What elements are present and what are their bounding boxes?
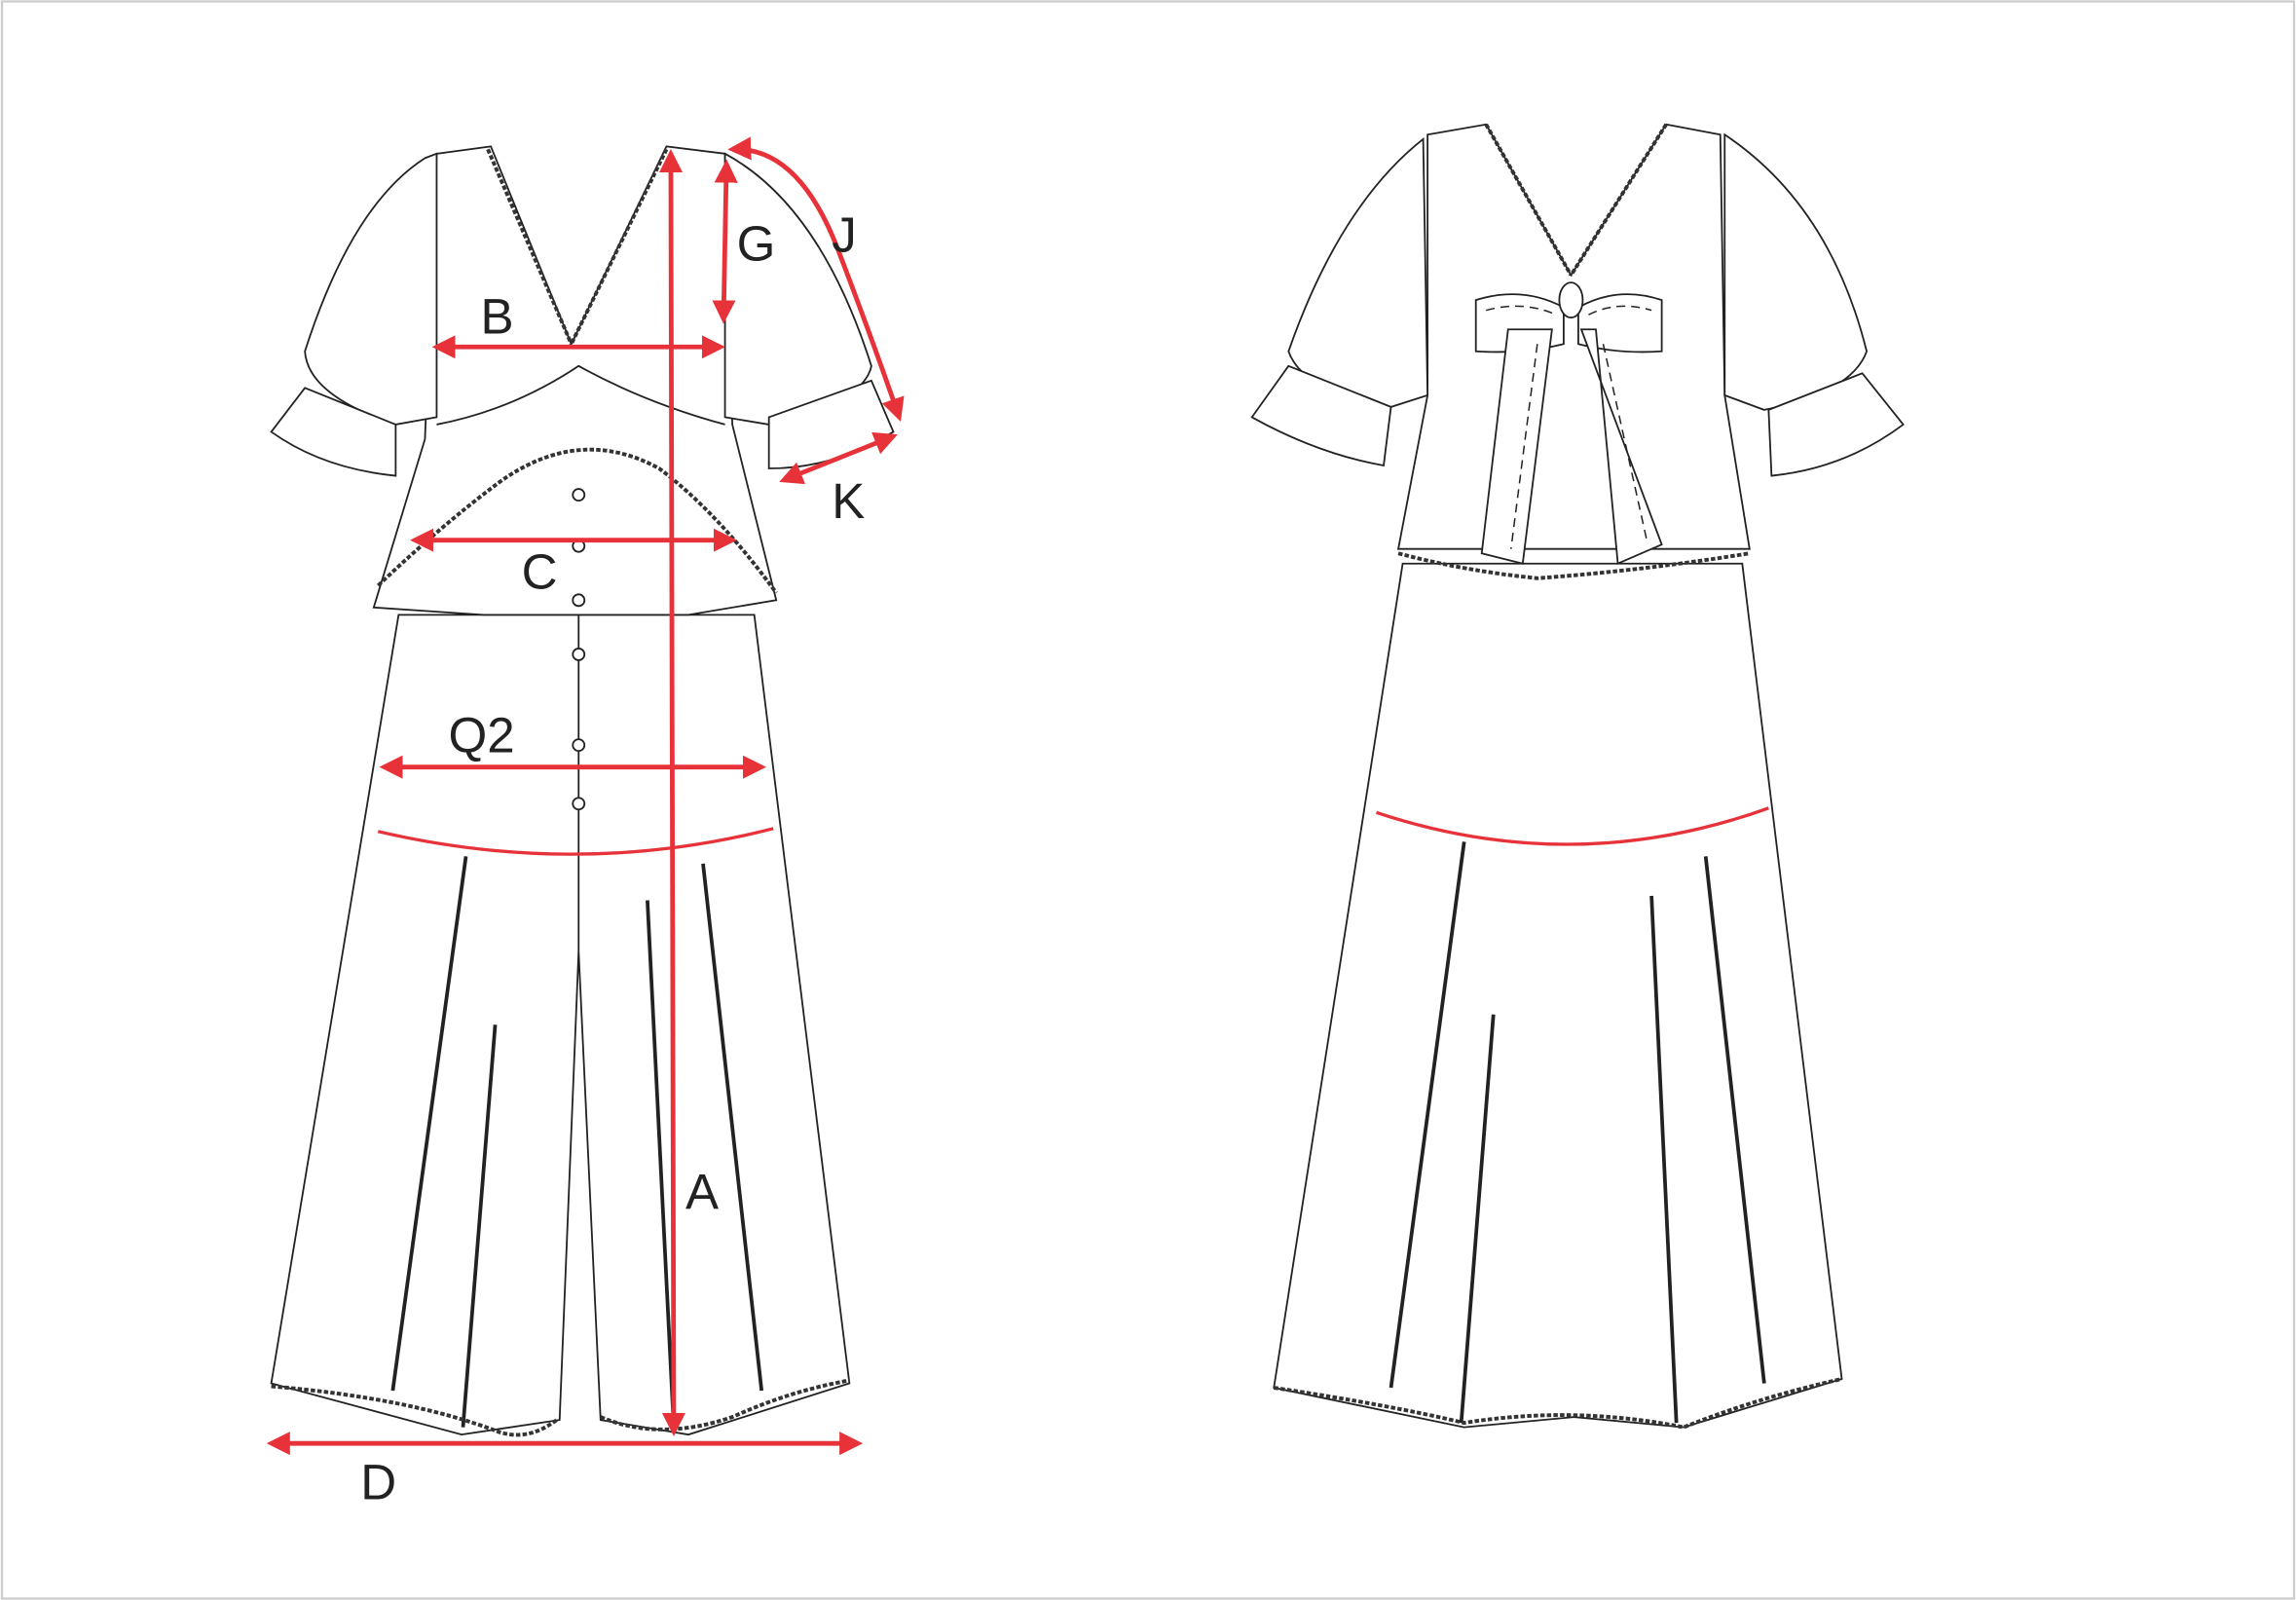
button bbox=[572, 738, 586, 753]
bow-tail-left bbox=[1480, 328, 1553, 565]
back-skirt bbox=[1273, 562, 1843, 1429]
label-a: A bbox=[685, 1165, 719, 1220]
back-neckline-trim-right bbox=[1569, 123, 1668, 277]
skirt-pleat-line bbox=[701, 863, 764, 1392]
measure-line-g bbox=[712, 159, 738, 324]
label-b: B bbox=[481, 289, 514, 345]
measure-line-k bbox=[779, 431, 898, 485]
right-back-sleeve bbox=[1723, 132, 1869, 411]
button bbox=[572, 488, 586, 502]
back-neckline-trim-left bbox=[1484, 123, 1574, 277]
left-back-cuff bbox=[1250, 364, 1392, 467]
skirt-pleat-line bbox=[1649, 895, 1679, 1424]
label-q2: Q2 bbox=[448, 708, 514, 763]
back-view bbox=[1250, 123, 1905, 1430]
button bbox=[572, 797, 586, 811]
skirt-seam-line bbox=[377, 827, 774, 856]
button bbox=[572, 593, 586, 608]
neckline-trim-right bbox=[569, 148, 669, 346]
skirt-pleat-line bbox=[1459, 1014, 1496, 1424]
skirt-seam-line bbox=[1375, 806, 1769, 846]
skirt-pleat-line bbox=[461, 1024, 498, 1428]
back-bow bbox=[1474, 281, 1663, 566]
bow-stitching bbox=[1486, 305, 1652, 549]
measure-line-j bbox=[727, 136, 905, 422]
front-skirt bbox=[270, 614, 851, 1436]
front-view: A B C D G J K Q2 bbox=[266, 136, 905, 1509]
skirt-pleat-line bbox=[390, 856, 468, 1392]
bow-knot bbox=[1558, 281, 1584, 319]
left-sleeve bbox=[304, 152, 438, 426]
label-k: K bbox=[832, 473, 865, 529]
label-j: J bbox=[832, 207, 857, 263]
right-back-cuff bbox=[1767, 372, 1905, 477]
neckline-trim-left bbox=[486, 148, 574, 346]
back-waist-ruffle bbox=[1397, 551, 1751, 580]
right-sleeve bbox=[723, 152, 872, 426]
label-c: C bbox=[522, 543, 558, 599]
left-back-sleeve bbox=[1287, 136, 1429, 408]
label-d: D bbox=[360, 1454, 396, 1509]
waist-ruffle bbox=[376, 447, 778, 594]
skirt-pleat-line bbox=[1703, 856, 1766, 1384]
label-g: G bbox=[737, 216, 776, 272]
skirt-pleat-line bbox=[1389, 841, 1466, 1389]
button bbox=[572, 648, 586, 661]
back-bodice bbox=[1396, 123, 1751, 550]
measure-line-a bbox=[658, 149, 685, 1436]
hem-ruffle bbox=[1273, 1377, 1842, 1430]
bow-tail-right bbox=[1579, 328, 1663, 566]
left-cuff bbox=[270, 387, 397, 477]
